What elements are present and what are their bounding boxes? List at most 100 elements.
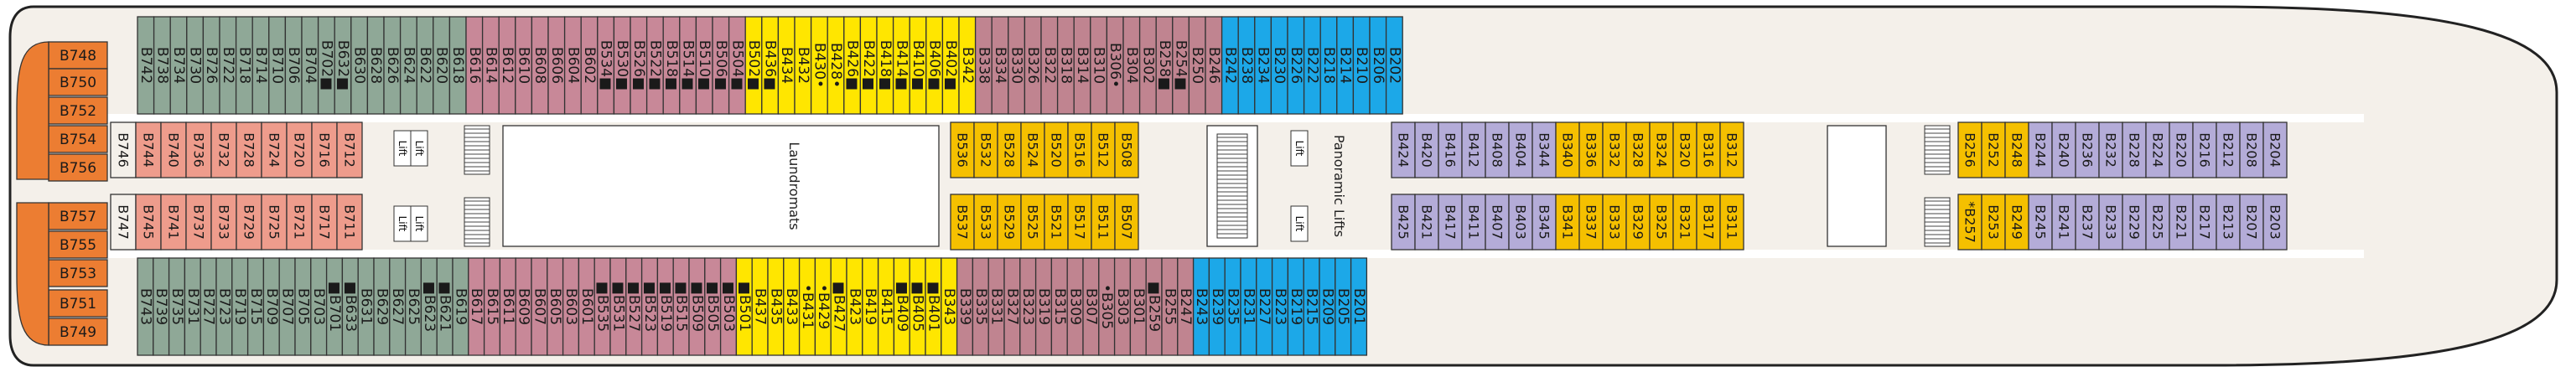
cabin-b336[interactable]: B336 bbox=[1578, 121, 1604, 178]
cabin-b740[interactable]: B740 bbox=[160, 121, 187, 178]
cabin-b326[interactable]: B326 bbox=[1024, 16, 1042, 115]
cabin-b303[interactable]: B303 bbox=[1113, 257, 1132, 356]
cabin-b335[interactable]: B335 bbox=[972, 257, 989, 356]
cabin-b225[interactable]: B225 bbox=[2145, 194, 2170, 251]
cabin-b334[interactable]: B334 bbox=[991, 16, 1009, 115]
cabin-b322[interactable]: B322 bbox=[1040, 16, 1059, 115]
cabin-b608[interactable]: B608 bbox=[531, 16, 549, 115]
cabin-b710[interactable]: B710 bbox=[268, 16, 287, 115]
cabin-b341[interactable]: B341 bbox=[1555, 194, 1580, 251]
cabin-b324[interactable]: B324 bbox=[1649, 121, 1674, 178]
cabin-b529[interactable]: B529 bbox=[997, 194, 1022, 251]
cabin-b526[interactable]: B526■ bbox=[630, 16, 648, 115]
cabin-b304[interactable]: B304 bbox=[1122, 16, 1141, 115]
cabin-b524[interactable]: B524 bbox=[1020, 121, 1045, 178]
cabin-b630[interactable]: B630 bbox=[350, 16, 369, 115]
cabin-b409[interactable]: ■B409 bbox=[893, 257, 910, 356]
cabin-b208[interactable]: B208 bbox=[2239, 121, 2264, 178]
cabin-b419[interactable]: B419 bbox=[862, 257, 879, 356]
cabin-b338[interactable]: B338 bbox=[974, 16, 993, 115]
cabin-b724[interactable]: B724 bbox=[261, 121, 288, 178]
cabin-b703[interactable]: B703 bbox=[310, 257, 328, 356]
cabin-b420[interactable]: B420 bbox=[1414, 121, 1439, 178]
cabin-b519[interactable]: ■B519 bbox=[656, 257, 674, 356]
cabin-b217[interactable]: B217 bbox=[2192, 194, 2217, 251]
cabin-b603[interactable]: B603 bbox=[562, 257, 580, 356]
cabin-b536[interactable]: B536 bbox=[950, 121, 975, 178]
cabin-b259[interactable]: ■B259 bbox=[1145, 257, 1163, 356]
cabin-b418[interactable]: B418■ bbox=[876, 16, 894, 115]
cabin-b224[interactable]: B224 bbox=[2145, 121, 2170, 178]
cabin-b241[interactable]: B241 bbox=[2051, 194, 2076, 251]
cabin-b747[interactable]: B747 bbox=[110, 194, 137, 251]
cabin-b431[interactable]: •B431 bbox=[798, 257, 816, 356]
cabin-b633[interactable]: ■B633 bbox=[341, 257, 359, 356]
cabin-b701[interactable]: ■B701 bbox=[325, 257, 344, 356]
cabin-b755[interactable]: B755 bbox=[48, 230, 108, 259]
cabin-b532[interactable]: B532 bbox=[973, 121, 998, 178]
cabin-b253[interactable]: B253 bbox=[1981, 194, 2006, 251]
cabin-b437[interactable]: B437 bbox=[751, 257, 769, 356]
cabin-b412[interactable]: B412 bbox=[1461, 121, 1486, 178]
cabin-b743[interactable]: B743 bbox=[137, 257, 154, 356]
cabin-b707[interactable]: B707 bbox=[278, 257, 296, 356]
cabin-b617[interactable]: B617 bbox=[468, 257, 485, 356]
cabin-b611[interactable]: B611 bbox=[499, 257, 516, 356]
cabin-b711[interactable]: B711 bbox=[336, 194, 363, 251]
cabin-b321[interactable]: B321 bbox=[1672, 194, 1697, 251]
cabin-b210[interactable]: B210 bbox=[1352, 16, 1371, 115]
cabin-b245[interactable]: B245 bbox=[2028, 194, 2053, 251]
cabin-b220[interactable]: B220 bbox=[2169, 121, 2194, 178]
cabin-b433[interactable]: B433 bbox=[783, 257, 801, 356]
cabin-b430[interactable]: B430• bbox=[810, 16, 828, 115]
cabin-b403[interactable]: B403 bbox=[1508, 194, 1533, 251]
cabin-b212[interactable]: B212 bbox=[2216, 121, 2241, 178]
cabin-b429[interactable]: •B429 bbox=[814, 257, 832, 356]
cabin-b753[interactable]: B753 bbox=[48, 259, 108, 287]
cabin-b716[interactable]: B716 bbox=[311, 121, 338, 178]
cabin-b426[interactable]: B426■ bbox=[843, 16, 862, 115]
cabin-b509[interactable]: ■B509 bbox=[688, 257, 706, 356]
cabin-b712[interactable]: B712 bbox=[336, 121, 363, 178]
cabin-b729[interactable]: B729 bbox=[236, 194, 262, 251]
cabin-b235[interactable]: B235 bbox=[1224, 257, 1241, 356]
cabin-b619[interactable]: B619 bbox=[452, 257, 469, 356]
cabin-b746[interactable]: B746 bbox=[110, 121, 137, 178]
cabin-b239[interactable]: B239 bbox=[1208, 257, 1226, 356]
cabin-b436[interactable]: B436■ bbox=[761, 16, 780, 115]
cabin-b215[interactable]: B215 bbox=[1303, 257, 1320, 356]
cabin-b515[interactable]: ■B515 bbox=[672, 257, 690, 356]
cabin-b221[interactable]: B221 bbox=[2169, 194, 2194, 251]
cabin-b523[interactable]: ■B523 bbox=[640, 257, 659, 356]
cabin-b725[interactable]: B725 bbox=[261, 194, 288, 251]
cabin-b534[interactable]: B534■ bbox=[597, 16, 615, 115]
cabin-b503[interactable]: ■B503 bbox=[719, 257, 738, 356]
cabin-b501[interactable]: ■B501 bbox=[735, 257, 753, 356]
cabin-b624[interactable]: B624 bbox=[399, 16, 417, 115]
cabin-b749[interactable]: B749 bbox=[48, 318, 108, 346]
cabin-b405[interactable]: ■B405 bbox=[909, 257, 926, 356]
cabin-b704[interactable]: B704 bbox=[301, 16, 319, 115]
cabin-b205[interactable]: B205 bbox=[1335, 257, 1352, 356]
cabin-b250[interactable]: B250 bbox=[1188, 16, 1206, 115]
cabin-b728[interactable]: B728 bbox=[236, 121, 262, 178]
cabin-b605[interactable]: B605 bbox=[547, 257, 564, 356]
cabin-b234[interactable]: B234 bbox=[1254, 16, 1272, 115]
cabin-b311[interactable]: B311 bbox=[1719, 194, 1744, 251]
cabin-b730[interactable]: B730 bbox=[186, 16, 205, 115]
cabin-b325[interactable]: B325 bbox=[1649, 194, 1674, 251]
cabin-b233[interactable]: B233 bbox=[2098, 194, 2123, 251]
cabin-b422[interactable]: B422■ bbox=[859, 16, 878, 115]
cabin-b705[interactable]: B705 bbox=[294, 257, 312, 356]
cabin-b226[interactable]: B226 bbox=[1287, 16, 1305, 115]
cabin-b620[interactable]: B620 bbox=[433, 16, 451, 115]
cabin-b432[interactable]: B432 bbox=[794, 16, 812, 115]
cabin-b333[interactable]: B333 bbox=[1602, 194, 1627, 251]
cabin-b421[interactable]: B421 bbox=[1414, 194, 1439, 251]
cabin-b238[interactable]: B238 bbox=[1237, 16, 1256, 115]
cabin-b410[interactable]: B410■ bbox=[909, 16, 927, 115]
cabin-b223[interactable]: B223 bbox=[1271, 257, 1289, 356]
cabin-b706[interactable]: B706 bbox=[284, 16, 303, 115]
cabin-b739[interactable]: B739 bbox=[153, 257, 170, 356]
cabin-b715[interactable]: B715 bbox=[246, 257, 265, 356]
